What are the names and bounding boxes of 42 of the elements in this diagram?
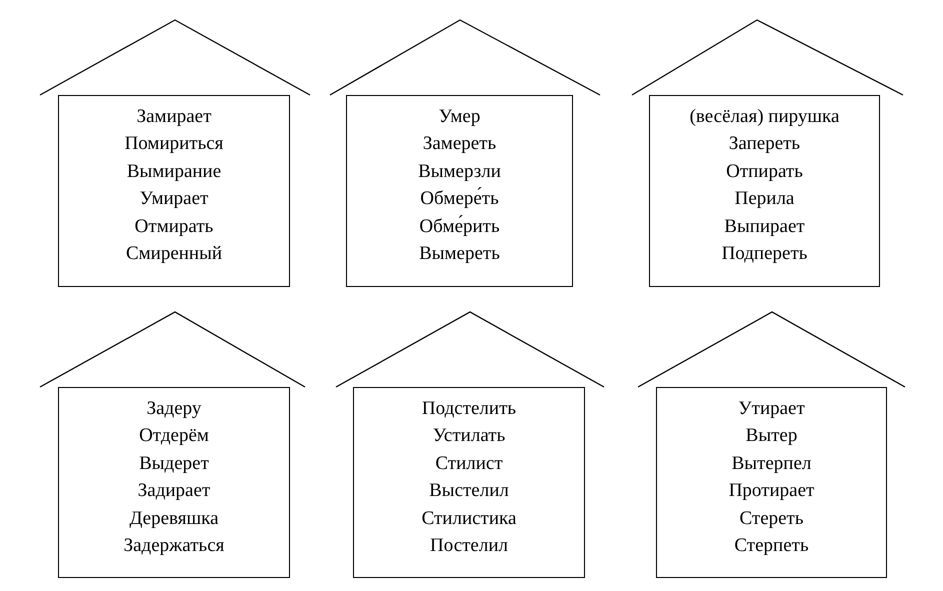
house-box	[346, 95, 573, 287]
word: Стереть	[739, 506, 804, 531]
word: Выпирает	[724, 214, 805, 239]
word: (весёлая) пирушка	[690, 105, 840, 129]
word: Помириться	[124, 132, 224, 156]
word: Устилать	[432, 424, 506, 448]
word: Замирает	[136, 105, 212, 129]
word: Протирает	[728, 479, 814, 504]
house-box	[649, 95, 880, 287]
word: Задирает	[138, 479, 210, 504]
word: Выдерет	[139, 452, 209, 476]
word: Задеру	[146, 397, 202, 421]
word: Вымирание	[126, 160, 222, 184]
word: Постелил	[430, 534, 508, 558]
word: Стилистика	[422, 506, 516, 531]
house-box	[58, 387, 290, 578]
word: Обмере́ть	[420, 186, 499, 212]
word: Деревяшка	[129, 506, 219, 531]
word: Стилист	[435, 452, 503, 476]
word: Перила	[734, 187, 794, 212]
word: Умирает	[140, 187, 208, 212]
word: Замереть	[422, 132, 496, 156]
word: Задержаться	[124, 534, 224, 558]
word: Стерпеть	[734, 534, 809, 558]
word: Подстелить	[422, 397, 516, 421]
word: Вытерпел	[732, 452, 812, 476]
word: Вымереть	[419, 242, 500, 266]
word: Отдерём	[139, 424, 209, 448]
word: Подпереть	[722, 242, 808, 266]
word: Отпирать	[726, 160, 803, 184]
word: Отмирать	[134, 214, 214, 239]
word: Выстелил	[429, 479, 509, 504]
word: Запереть	[728, 132, 800, 156]
word: Обме́рить	[419, 214, 500, 239]
word: Вымерзли	[418, 160, 501, 184]
word: Смиренный	[126, 242, 222, 266]
word: Утирает	[738, 397, 805, 421]
house-box	[353, 387, 585, 578]
word: Вытер	[746, 424, 798, 448]
word: Умер	[438, 105, 480, 129]
house-box	[656, 387, 887, 578]
house-box	[58, 95, 290, 287]
